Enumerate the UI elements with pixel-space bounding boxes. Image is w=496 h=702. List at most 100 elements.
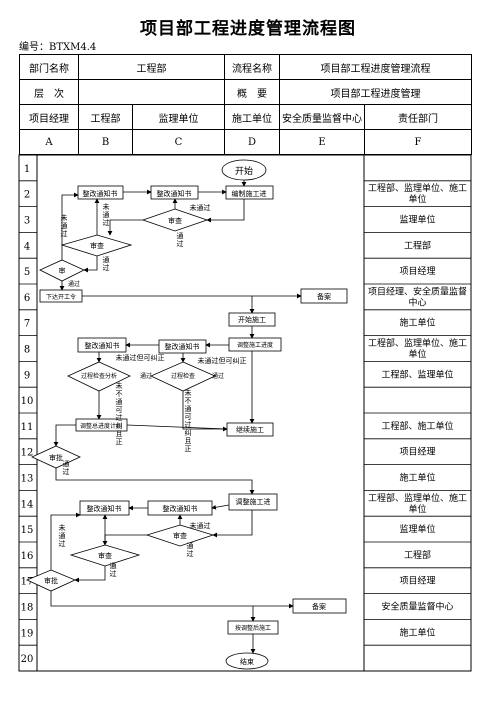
row-number: 19	[21, 628, 34, 639]
responsible-dept: 工程部、监理单位	[381, 368, 453, 380]
edge-prepare-review	[206, 199, 245, 223]
edge-approve-notice1	[61, 192, 79, 260]
col-letter-d: D	[224, 129, 280, 155]
row-number: 3	[24, 216, 30, 227]
notice-box-1	[77, 185, 124, 200]
review1-label: 审查	[168, 216, 182, 225]
vertical-edge-label: 未通过	[59, 523, 66, 548]
row-number: 14	[21, 499, 34, 510]
responsible-dept: 项目经理、安全质量监督	[368, 285, 467, 297]
row-number: 7	[24, 319, 30, 330]
edge-adjplan-approve	[53, 424, 76, 447]
responsible-dept: 工程部	[404, 549, 431, 561]
vertical-edge-label: 通过	[187, 541, 194, 558]
col-head-eng: 工程部	[78, 104, 133, 130]
adjust-box-1	[228, 337, 282, 352]
responsible-dept: 工程部、监理单位、施工	[368, 182, 467, 194]
row-number: 12	[21, 448, 34, 459]
notice3-label: 整改通知书	[85, 341, 120, 350]
responsible-dept: 工程部	[404, 239, 431, 251]
responsible-dept: 监理单位	[399, 214, 435, 226]
edge-approve3-notice5	[50, 512, 81, 570]
vertical-edge-label: 未通过	[103, 202, 110, 227]
row-number: 1	[24, 164, 30, 175]
col-letter-a: A	[19, 129, 79, 155]
row-number: 9	[24, 370, 30, 381]
row-number: 4	[24, 241, 30, 252]
col-letter-f: F	[364, 129, 472, 155]
check1-label: 过程检查分析	[81, 372, 117, 380]
edge-label-pass-1: 通过	[140, 372, 152, 380]
responsible-dept: 施工单位	[399, 472, 435, 484]
responsible-dept: 单位	[408, 503, 426, 515]
responsible-dept: 工程部、施工单位	[381, 420, 453, 432]
row-number: 18	[21, 603, 34, 614]
responsible-cells: 工程部、监理单位、施工单位监理单位工程部项目经理项目经理、安全质量监督中心施工单…	[368, 182, 467, 638]
file2-label: 备案	[312, 602, 326, 611]
vertical-edge-label: 通过	[110, 561, 117, 578]
row-number: 2	[24, 190, 30, 201]
row-number: 8	[24, 345, 30, 356]
end-label: 结束	[240, 657, 254, 666]
edge-label-pass-2: 通过	[212, 372, 224, 380]
responsible-dept: 单位	[408, 193, 426, 205]
edge-label-fixable-1: 未通过但可纠正	[116, 353, 165, 362]
row-number: 20	[21, 654, 34, 665]
edge-label-notpass-1: 未通过	[190, 203, 211, 212]
document-code: 编号：BTXM4.4	[19, 42, 97, 53]
notice1-label: 整改通知书	[83, 189, 118, 198]
edge-adjust-review3	[212, 510, 253, 538]
page-title: 项目部工程进度管理流程图	[140, 19, 356, 39]
review3-label: 审查	[173, 531, 187, 540]
row-number: 15	[21, 525, 34, 536]
prepare-label: 编制施工进	[232, 189, 267, 198]
report-label: 下达开工令	[46, 293, 76, 301]
review4-label: 审查	[98, 551, 112, 560]
approve2-label: 审批	[49, 453, 63, 462]
edge-review4-approve	[74, 566, 106, 583]
responsible-dept: 单位	[408, 348, 426, 360]
begin-label: 开始施工	[238, 315, 266, 324]
notice2-label: 整改通知书	[157, 189, 192, 198]
vertical-edge-label: 未不通可过纠且正	[116, 381, 123, 446]
notice6-label: 整改通知书	[163, 504, 198, 513]
flow-name-value: 项目部工程进度管理流程	[279, 54, 472, 80]
edge-label-pass-3: 通过	[68, 280, 80, 288]
dept-label: 部门名称	[19, 54, 79, 80]
notice5-label: 整改通知书	[87, 504, 122, 513]
responsible-dept: 施工单位	[399, 626, 435, 638]
approve1-label: 审	[59, 266, 66, 275]
header-table: 部门名称 工程部 流程名称 项目部工程进度管理流程 层 次 概 要 项目部工程进…	[19, 54, 472, 155]
row-number: 17	[21, 577, 34, 588]
check2-label: 过程检查	[171, 372, 195, 380]
vertical-edge-label: 未不通可过纠且正	[185, 388, 192, 453]
notice4-label: 整改通知书	[165, 342, 200, 351]
responsible-dept: 中心	[408, 296, 426, 308]
approve3-label: 审批	[44, 576, 58, 585]
col-head-safety: 安全质量监督中心	[279, 104, 365, 130]
row-number: 10	[21, 396, 34, 407]
file1-label: 备案	[317, 292, 331, 301]
row-number: 13	[21, 474, 34, 485]
end-terminal	[225, 652, 269, 670]
row-number: 11	[21, 422, 34, 433]
row-number: 5	[24, 267, 30, 278]
col-head-pm: 项目经理	[19, 104, 79, 130]
summary-value: 项目部工程进度管理	[279, 79, 472, 105]
row-lines	[19, 155, 471, 671]
vertical-edge-label: 通过	[63, 459, 70, 476]
vertical-edge-label: 通过	[177, 231, 184, 248]
edge-adjplan-continue	[126, 424, 228, 430]
edge-label-notpass-2: 未通过	[190, 521, 211, 530]
edge-review3-review4	[102, 534, 147, 546]
review-diamond-3	[145, 524, 215, 547]
responsible-dept: 项目经理	[399, 265, 435, 277]
vertical-edge-label: 通过	[103, 255, 110, 272]
edge-approve2-adjust	[55, 468, 255, 495]
col-letter-e: E	[279, 129, 365, 155]
adjust1-label: 调整施工进度	[237, 341, 273, 349]
flow-name-label: 流程名称	[224, 54, 280, 80]
vertical-edge-label: 未通过	[61, 213, 68, 238]
